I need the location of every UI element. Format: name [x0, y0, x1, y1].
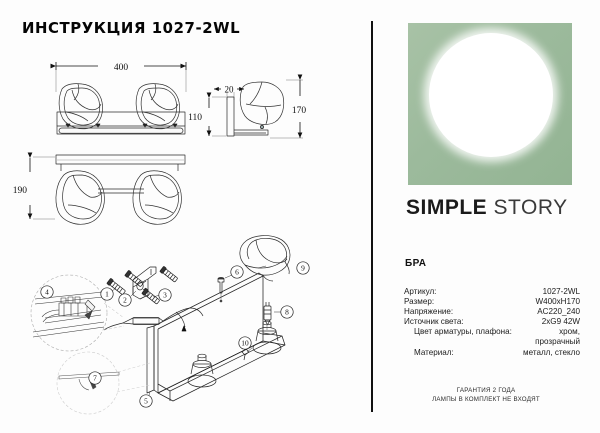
- spec-value: металл, стекло: [523, 347, 580, 357]
- spec-value-continuation: прозрачный: [535, 337, 580, 347]
- svg-text:9: 9: [301, 264, 305, 273]
- brand-logo: [408, 23, 572, 185]
- logo-circle-icon: [429, 33, 553, 157]
- spec-value: W400xH170: [535, 297, 580, 307]
- spec-key: Цвет арматуры, плафона:: [414, 327, 512, 337]
- svg-text:110: 110: [188, 113, 202, 123]
- brand-wordmark: SIMPLE STORY: [406, 196, 568, 220]
- svg-text:2: 2: [123, 296, 127, 305]
- svg-text:3: 3: [163, 291, 167, 300]
- brand-word-primary: SIMPLE: [406, 196, 488, 219]
- product-spec-list: Артикул: 1027-2WL Размер: W400xH170 Напр…: [404, 287, 580, 358]
- svg-text:8: 8: [285, 308, 289, 317]
- warranty-line: ГАРАНТИЯ 2 ГОДА: [456, 387, 516, 394]
- spec-key: Артикул:: [404, 287, 437, 296]
- brand-word-secondary: STORY: [493, 196, 568, 219]
- svg-text:5: 5: [144, 397, 148, 406]
- warranty-notice: ГАРАНТИЯ 2 ГОДА ЛАМПЫ В КОМПЛЕКТ НЕ ВХОД…: [380, 386, 592, 405]
- spec-row-material: Материал: металл, стекло: [404, 348, 580, 358]
- bulbs-notice-line: ЛАМПЫ В КОМПЛЕКТ НЕ ВХОДЯТ: [432, 396, 540, 404]
- spec-row-size: Размер: W400xH170: [404, 297, 580, 307]
- svg-text:170: 170: [292, 106, 307, 116]
- svg-text:4: 4: [45, 288, 49, 297]
- svg-text:6: 6: [235, 268, 239, 277]
- spec-value: 1027-2WL: [542, 287, 580, 296]
- spec-row-color: Цвет арматуры, плафона: хром,: [404, 327, 580, 337]
- svg-text:400: 400: [114, 63, 129, 73]
- spec-key: Напряжение:: [404, 307, 454, 317]
- page-title: ИНСТРУКЦИЯ 1027-2WL: [22, 19, 241, 37]
- technical-drawings: 400: [13, 62, 310, 415]
- svg-text:7: 7: [93, 374, 97, 383]
- svg-text:1: 1: [105, 290, 109, 299]
- spec-key: Размер:: [404, 297, 435, 307]
- spec-row-article: Артикул: 1027-2WL: [404, 287, 580, 297]
- product-type-heading: БРА: [405, 258, 427, 269]
- spec-row-light-source: Источник света: 2xG9 42W: [404, 317, 580, 327]
- svg-text:190: 190: [13, 186, 28, 196]
- spec-key: Источник света:: [404, 317, 464, 327]
- spec-value: хром,: [559, 327, 580, 337]
- spec-row-voltage: Напряжение: AC220_240: [404, 307, 580, 317]
- column-divider: [371, 21, 373, 412]
- spec-key: Материал:: [414, 347, 454, 357]
- svg-text:20: 20: [225, 85, 235, 95]
- spec-value: AC220_240: [537, 307, 580, 317]
- spec-value: 2xG9 42W: [541, 317, 580, 327]
- svg-text:10: 10: [241, 339, 249, 348]
